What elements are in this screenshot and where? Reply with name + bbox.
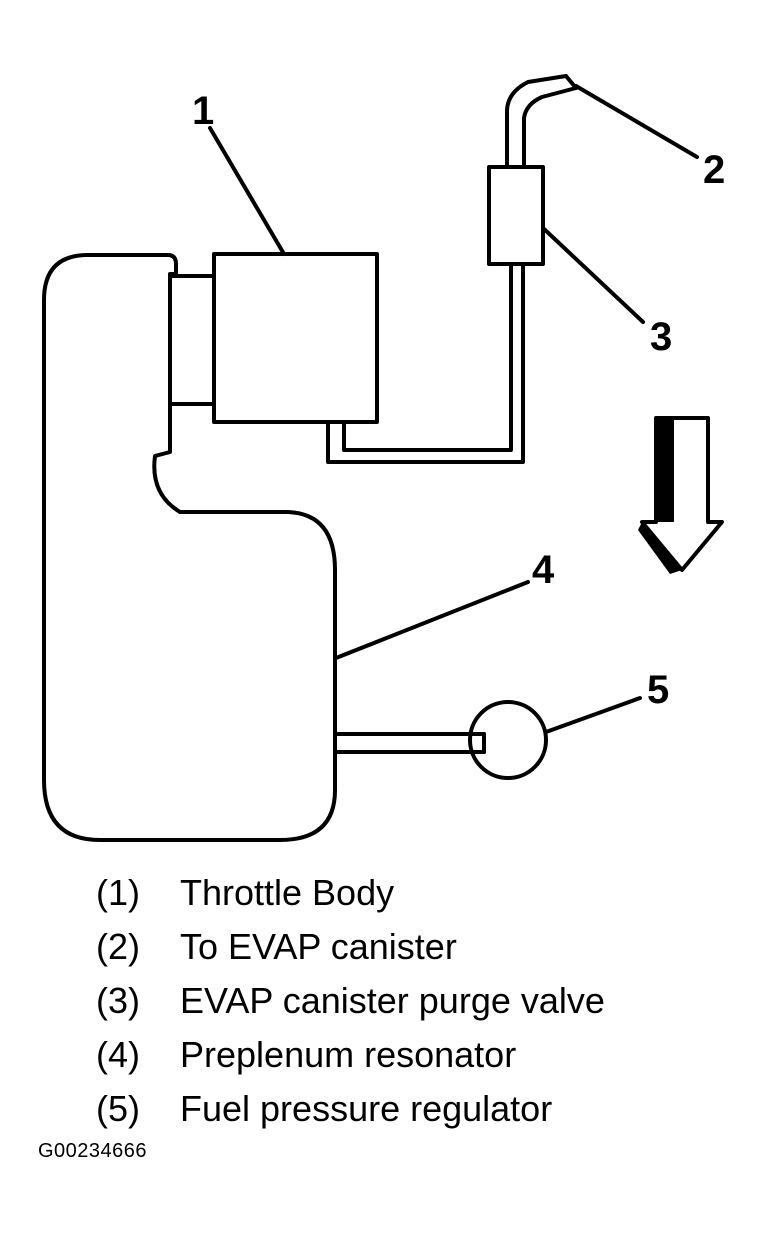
callout-5: 5 (647, 668, 669, 712)
legend-text: Fuel pressure regulator (180, 1088, 553, 1129)
legend-item: (4) Preplenum resonator (96, 1028, 605, 1082)
legend-number: (4) (96, 1034, 140, 1075)
canister-hose-right (522, 86, 578, 169)
legend-text: Throttle Body (180, 872, 395, 913)
legend-text: EVAP canister purge valve (180, 980, 605, 1021)
down-arrow-icon (638, 416, 724, 574)
purge-hose-inner (342, 262, 513, 452)
leader-line-4 (334, 580, 530, 660)
legend-number: (5) (96, 1088, 140, 1129)
purge-hose-outer (326, 262, 525, 464)
callout-4: 4 (532, 548, 555, 592)
leader-line-2 (574, 84, 699, 159)
legend-number: (3) (96, 980, 140, 1021)
leader-line-1 (208, 126, 286, 256)
callout-1: 1 (192, 89, 214, 133)
legend-item: (2) To EVAP canister (96, 920, 605, 974)
legend-number: (1) (96, 872, 140, 913)
legend-item: (3) EVAP canister purge valve (96, 974, 605, 1028)
figure-id: G00234666 (38, 1140, 148, 1162)
throttle-body (212, 252, 379, 424)
legend-item: (5) Fuel pressure regulator (96, 1082, 605, 1136)
leader-line-3 (541, 226, 645, 324)
legend-list: (1) Throttle Body (2) To EVAP canister (3)… (96, 866, 605, 1136)
canister-hose-left (505, 74, 568, 169)
evap-diagram: 1 2 3 4 5 (42, 74, 725, 842)
legend-text: Preplenum resonator (180, 1034, 517, 1075)
callout-2: 2 (703, 148, 725, 192)
callout-3: 3 (650, 315, 672, 359)
legend-item: (1) Throttle Body (96, 866, 605, 920)
legend-text: To EVAP canister (180, 926, 457, 967)
evap-purge-valve (487, 165, 545, 266)
leader-line-5 (544, 696, 642, 734)
legend-number: (2) (96, 926, 140, 967)
fuel-pressure-regulator (468, 700, 548, 780)
preplenum-resonator (42, 253, 337, 842)
